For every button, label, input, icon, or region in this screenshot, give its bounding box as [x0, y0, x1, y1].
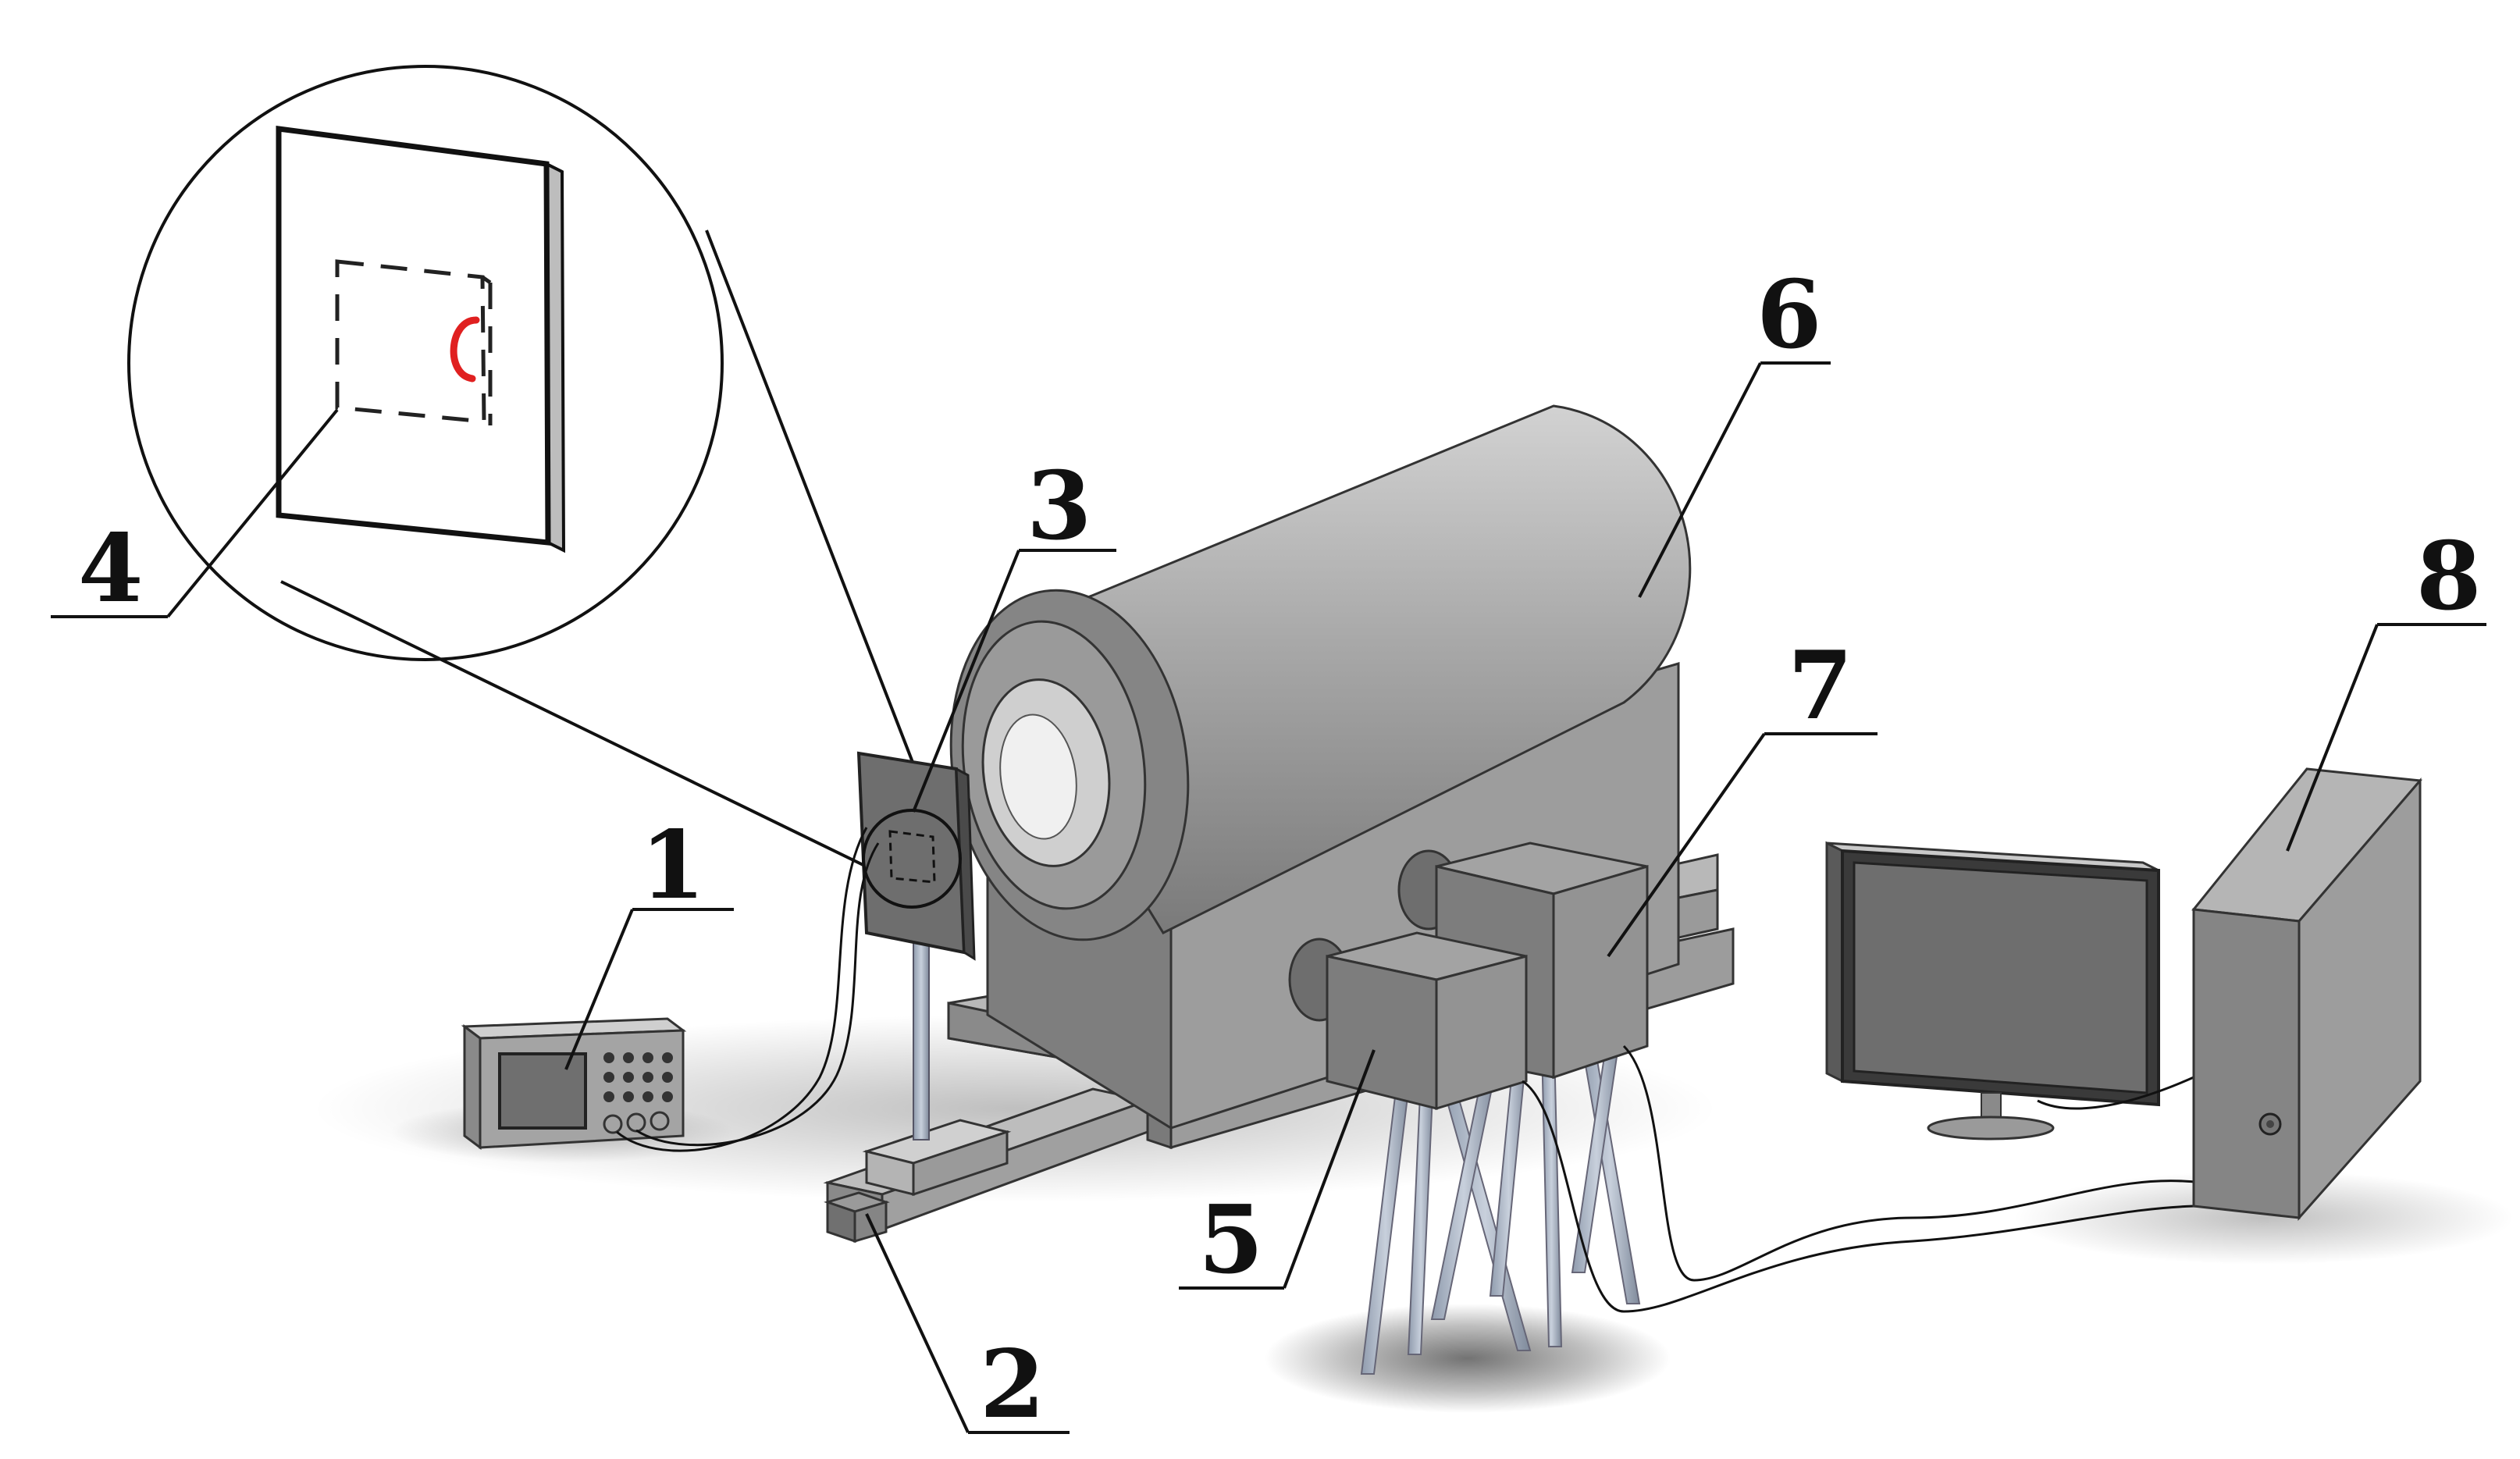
- crack-mark: [450, 316, 480, 383]
- camera-cable-2: [1522, 1080, 2202, 1313]
- label-7: 7: [1788, 631, 1853, 741]
- callout-8: 8: [2286, 521, 2486, 852]
- oscilloscope: [461, 1017, 687, 1150]
- callout-4: 4: [51, 408, 339, 624]
- label-2: 2: [980, 1329, 1045, 1439]
- callout-7: 7: [1607, 631, 1878, 958]
- callout-3: 3: [912, 451, 1116, 813]
- tube-furnace: [949, 404, 1692, 1130]
- camera-5: [1288, 931, 1528, 1111]
- signal-cable-1: [616, 827, 868, 1152]
- floor-shadow-tower: [2014, 1171, 2514, 1265]
- inset-leader-bottom: [280, 580, 875, 872]
- monitor: [1825, 841, 2160, 1141]
- monitor-cable: [2037, 1076, 2194, 1110]
- magnified-inset: [127, 65, 724, 661]
- floor-shadow-tripod: [1265, 1304, 1671, 1413]
- specimen-holder: [856, 751, 976, 1141]
- label-5: 5: [1198, 1185, 1264, 1295]
- callout-5: 5: [1179, 1049, 1376, 1295]
- label-3: 3: [1027, 451, 1092, 561]
- callout-2: 2: [865, 1213, 1070, 1439]
- label-1: 1: [640, 810, 706, 920]
- label-6: 6: [1757, 260, 1822, 370]
- camera-tripods: [1360, 1030, 1641, 1375]
- computer-tower: [2191, 767, 2423, 1221]
- callout-6: 6: [1638, 260, 1831, 598]
- callout-1: 1: [564, 810, 734, 1070]
- camera-cable-1: [1622, 1044, 2202, 1282]
- inset-leader-top: [705, 230, 950, 856]
- label-4: 4: [78, 514, 144, 624]
- signal-cable-2: [635, 842, 880, 1147]
- label-8: 8: [2416, 521, 2482, 632]
